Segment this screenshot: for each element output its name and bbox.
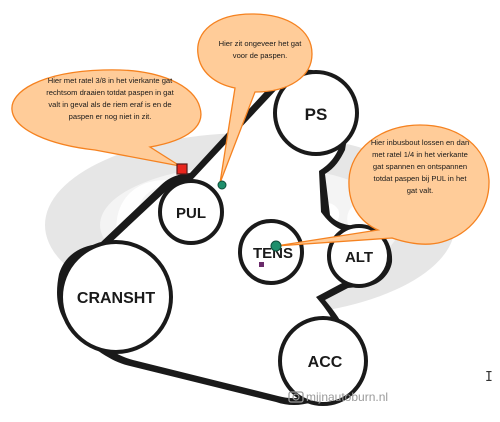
pulley-tens-label: TENS	[253, 245, 293, 262]
pulley-ps-label: PS	[305, 105, 328, 124]
callout-bolt-ratchet-1-4-text: Hier inbusbout lossen en dan met ratel 1…	[370, 138, 470, 195]
pulley-ps[interactable]: PS	[273, 70, 359, 156]
callout-ratchet-3-8-text: Hier met ratel 3/8 in het vierkante gat …	[46, 76, 174, 121]
green-dot-marker-tens	[270, 240, 282, 252]
watermark-text: mijnautoburn.nl	[306, 390, 389, 404]
red-square-marker	[176, 163, 188, 175]
text-cursor-icon: I	[485, 370, 493, 385]
callout-pin-hole-text: Hier zit ongeveer het gat voor de paspen…	[218, 39, 302, 60]
callout-bolt-ratchet-1-4	[275, 124, 490, 247]
callout-pin-hole	[197, 13, 313, 184]
pulley-acc-label: ACC	[308, 354, 343, 371]
pulley-acc[interactable]: ACC	[278, 316, 368, 406]
pulley-pul-label: PUL	[176, 205, 206, 222]
purple-square-marker	[259, 262, 264, 267]
callout-ratchet-3-8	[11, 69, 202, 167]
pulley-tens[interactable]: TENS	[238, 219, 304, 285]
pulley-alt-label: ALT	[345, 249, 373, 266]
pulley-crank-label: CRANSHT	[77, 290, 155, 307]
camera-icon	[288, 391, 304, 403]
green-dot-marker-pul	[217, 180, 227, 190]
pulley-crank[interactable]: CRANSHT	[59, 240, 173, 354]
pulley-pul[interactable]: PUL	[158, 179, 224, 245]
